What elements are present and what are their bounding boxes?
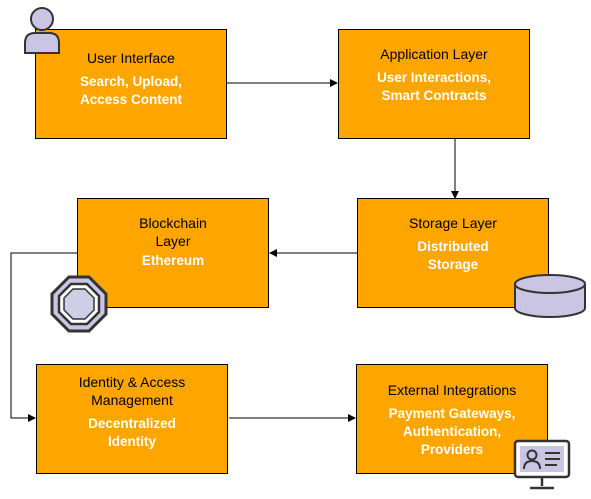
node-subtitle: User Interactions, Smart Contracts	[339, 69, 529, 105]
node-subtitle: Ethereum	[78, 252, 268, 270]
node-identity-access-management: Identity & Access Management Decentraliz…	[36, 364, 228, 474]
node-subtitle-line: Search, Upload,	[79, 74, 183, 89]
node-subtitle: Search, Upload, Access Content	[36, 73, 226, 109]
node-subtitle-line: Access Content	[79, 92, 183, 107]
node-title-line: Storage Layer	[409, 215, 497, 231]
blockchain-icon	[50, 275, 108, 333]
node-title: Blockchain Layer	[78, 214, 268, 250]
node-user-interface: User Interface Search, Upload, Access Co…	[35, 29, 227, 139]
node-subtitle-line: Providers	[420, 442, 484, 457]
node-subtitle-line: Payment Gateways,	[388, 406, 516, 421]
node-title: External Integrations	[357, 381, 547, 399]
node-title: Storage Layer	[358, 214, 548, 232]
node-storage-layer: Storage Layer Distributed Storage	[357, 198, 549, 308]
node-title-line: External Integrations	[387, 382, 517, 398]
node-title-line: Identity & Access	[78, 374, 186, 390]
user-icon	[24, 7, 60, 54]
node-title-line: Layer	[155, 233, 191, 249]
node-title-line: Management	[91, 392, 173, 408]
node-subtitle-line: Smart Contracts	[381, 88, 487, 103]
node-external-integrations: External Integrations Payment Gateways, …	[356, 364, 548, 474]
node-subtitle-line: User Interactions,	[376, 70, 492, 85]
node-title: Identity & Access Management	[37, 373, 227, 409]
node-subtitle-line: Ethereum	[141, 253, 205, 268]
database-icon	[514, 274, 586, 318]
node-subtitle-line: Authentication,	[402, 424, 502, 439]
node-title-line: Application Layer	[380, 46, 488, 62]
node-subtitle: Decentralized Identity	[37, 415, 227, 451]
node-application-layer: Application Layer User Interactions, Sma…	[338, 29, 530, 139]
node-subtitle-line: Decentralized	[88, 416, 176, 431]
node-subtitle-line: Storage	[427, 257, 479, 272]
node-title-line: Blockchain	[139, 215, 207, 231]
node-title: Application Layer	[339, 45, 529, 63]
node-title-line: User Interface	[87, 50, 175, 66]
node-subtitle-line: Distributed	[417, 239, 489, 254]
node-subtitle: Distributed Storage	[358, 238, 548, 274]
arrow-blockchain-to-identity	[10, 252, 77, 422]
node-blockchain-layer: Blockchain Layer Ethereum	[77, 198, 269, 308]
node-subtitle-line: Identity	[107, 434, 156, 449]
node-subtitle: Payment Gateways, Authentication, Provid…	[357, 405, 547, 459]
node-title: User Interface	[36, 49, 226, 67]
id-card-icon	[513, 439, 571, 490]
